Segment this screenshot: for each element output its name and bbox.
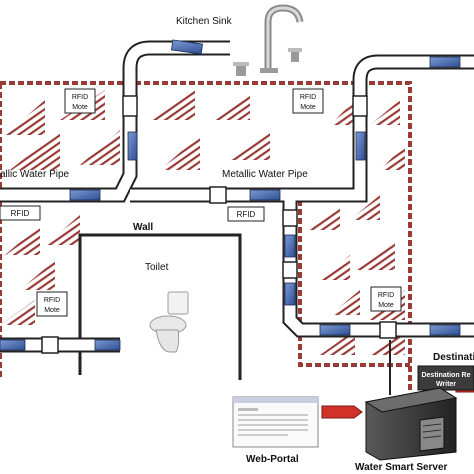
kitchen-sink-label: Kitchen Sink	[176, 16, 233, 27]
rfid-mote-right-line2: Mote	[300, 104, 316, 111]
rfid-mote-lower-right-line2: Mote	[378, 302, 394, 309]
water-smart-server-label: Water Smart Server	[355, 462, 448, 473]
rfid-mote-left: RFID Mote	[64, 88, 96, 114]
destination-label: Destinati	[433, 352, 474, 363]
pipe-sensors	[0, 39, 461, 351]
destination-reader-line1: Destination Re	[421, 372, 470, 379]
destination-reader-box: Destination Re Writer	[417, 365, 474, 391]
toilet-icon	[149, 291, 189, 353]
rfid-mote-lower-left-line2: Mote	[44, 307, 60, 314]
rfid-left-label: RFID	[11, 209, 30, 218]
rfid-mote-left-line2: Mote	[72, 104, 88, 111]
destination-reader-line2: Writer	[436, 381, 456, 388]
wall-label: Wall	[133, 222, 153, 233]
rfid-mote-left-line1: RFID	[72, 94, 88, 101]
metallic-pipe-center-label: Metallic Water Pipe	[222, 169, 308, 180]
rfid-center-box: RFID	[227, 206, 265, 222]
rfid-mote-lower-left: RFID Mote	[36, 291, 68, 317]
rfid-mote-right-line1: RFID	[300, 94, 316, 101]
rfid-mote-lower-right-line1: RFID	[378, 292, 394, 299]
arrow-portal-server	[321, 405, 363, 419]
rfid-center-label: RFID	[237, 210, 256, 219]
pipe-joints	[41, 95, 397, 354]
web-portal-screenshot	[232, 396, 319, 448]
rfid-mote-lower-left-line1: RFID	[44, 297, 60, 304]
web-portal-label: Web-Portal	[246, 454, 299, 465]
metallic-pipe-left-label: allic Water Pipe	[0, 169, 70, 180]
server-icon	[364, 387, 458, 461]
faucet-icon	[233, 4, 304, 76]
toilet-label: Toilet	[145, 262, 169, 273]
rfid-mote-lower-right: RFID Mote	[370, 286, 402, 312]
rfid-left-box: RFID	[0, 205, 41, 221]
room-border-lower	[298, 200, 410, 367]
rfid-mote-right: RFID Mote	[292, 88, 324, 114]
toilet-room-wall	[78, 233, 242, 380]
